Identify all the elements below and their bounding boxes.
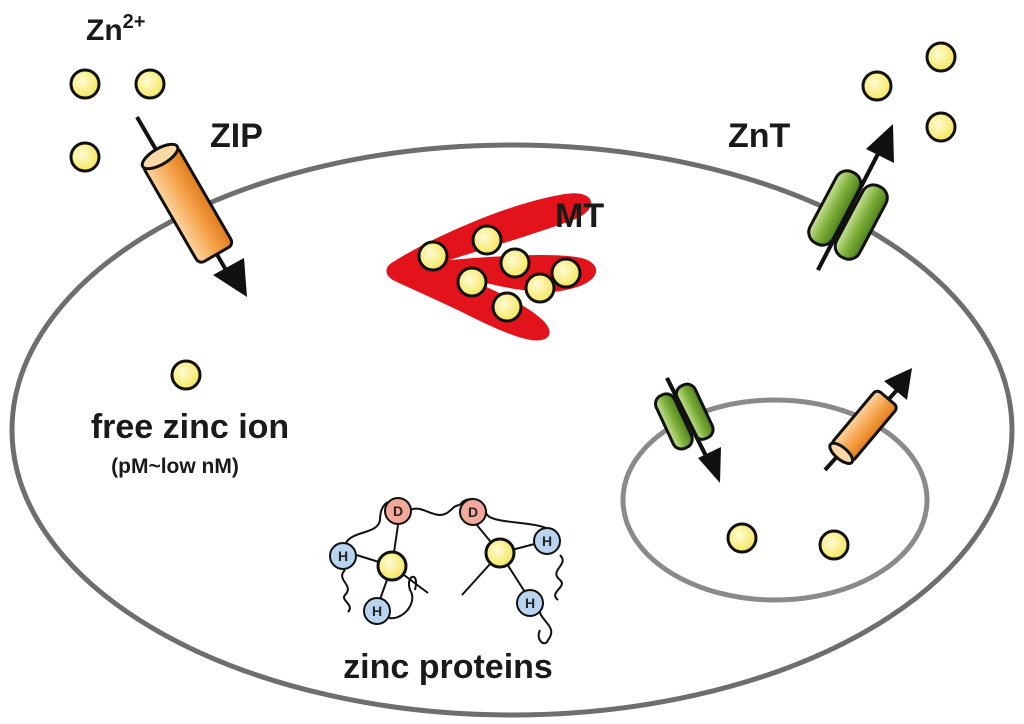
extracellular-zinc-left [69,68,166,173]
zinc-ion [925,41,957,73]
zinc-ion [524,272,556,304]
zinc-ion [491,291,523,323]
zinc-ion [134,68,166,100]
svg-text:D: D [393,503,403,519]
vesicle-znt-arrowhead [698,447,721,483]
zinc-ion [925,111,957,143]
zinc-ion [861,70,893,102]
zip-transporter [135,115,247,297]
zinc-ion [471,224,503,256]
svg-text:H: H [338,548,348,564]
zip-label: ZIP [210,117,263,155]
zinc-ion [499,247,531,279]
cell-membrane [9,142,1015,718]
free-zinc-ion-label: free zinc ion [91,408,289,446]
vesicle-zinc-ion [818,529,850,561]
vesicle-zip-transporter [823,368,912,472]
vesicle-membrane [620,397,930,603]
extracellular-zinc-right [861,41,957,143]
vesicle-zip-arrowhead [884,368,912,400]
protein-zinc-ion [484,537,516,569]
zip-arrowhead [213,258,247,297]
metallothionein [386,193,597,341]
znt-label: ZnT [728,117,791,155]
zinc-ion [550,257,582,289]
zinc-proteins-label: zinc proteins [343,648,553,686]
his-residue: H [533,527,561,555]
zinc-ion [417,240,449,272]
znt-transporter [807,124,894,271]
svg-text:H: H [542,533,552,549]
asp-residue: D [384,497,412,525]
zinc-ion [69,68,101,100]
protein-zinc-ion [376,550,408,582]
zinc-ion [456,266,488,298]
zn-charge: 2+ [123,11,146,33]
asp-residue: D [459,498,487,526]
svg-text:D: D [468,504,478,520]
svg-text:H: H [372,603,382,619]
vesicle-znt-transporter [654,377,721,483]
zn-label: Zn2+ [86,11,145,47]
concentration-label: (pM~low nM) [111,455,239,478]
svg-text:H: H [525,595,535,611]
his-residue: H [363,597,391,625]
his-residue: H [516,589,544,617]
zinc-ion [69,141,101,173]
free-zinc-ion [170,359,202,391]
mt-label: MT [555,197,604,235]
his-residue: H [329,542,357,570]
znt-arrowhead [866,124,894,163]
vesicle-zinc-ion [726,522,758,554]
